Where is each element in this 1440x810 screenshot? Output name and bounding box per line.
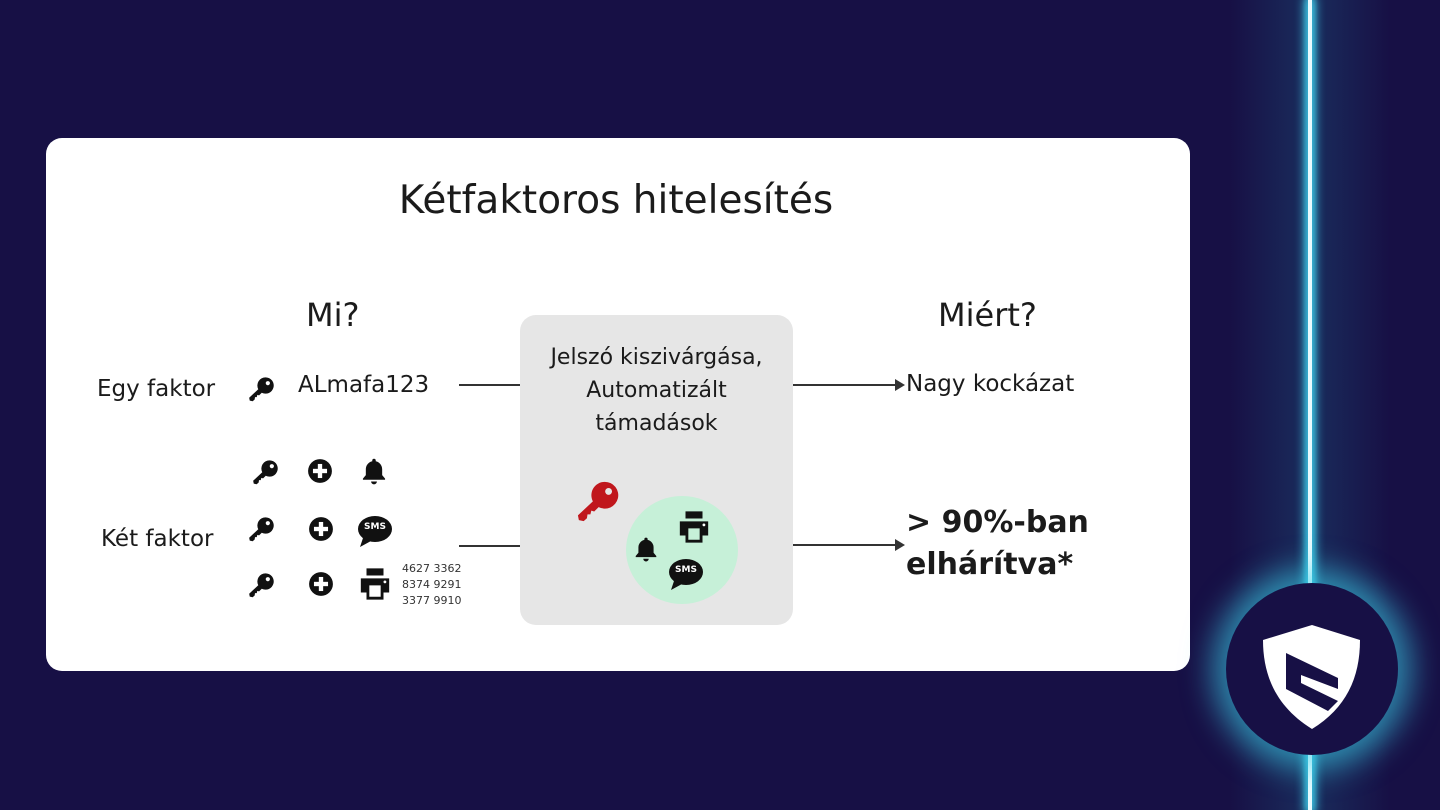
bell-icon [633,536,659,562]
password-example: ALmafa123 [298,372,430,398]
plus-circle-icon [308,571,334,597]
key-icon [252,458,280,486]
backup-codes: 4627 3362 8374 9291 3377 9910 [402,562,462,607]
sms-bubble-icon: SMS [357,514,393,548]
connector-line [459,384,520,386]
threat-box: Jelszó kiszivárgása, Automatizált támadá… [520,315,793,625]
printer-icon [676,510,712,544]
mitigated-text: > 90%-ban elhárítva* [906,505,1089,582]
sms-bubble-icon: SMS [668,557,704,591]
printer-icon [357,567,393,601]
arrow [793,539,905,551]
key-icon [248,571,276,599]
plus-circle-icon [307,458,333,484]
key-icon [248,375,276,403]
high-risk-text: Nagy kockázat [906,371,1075,397]
two-factor-label: Két faktor [101,526,214,552]
second-factor-circle: SMS [626,496,738,604]
slide-title: Kétfaktoros hitelesítés [398,178,834,223]
plus-circle-icon [308,516,334,542]
glow-line [1308,0,1312,810]
bell-icon [360,457,388,485]
shield-logo [1226,583,1398,755]
connector-line [459,545,520,547]
red-key-icon [576,478,622,524]
arrow [793,379,905,391]
what-header: Mi? [306,296,360,334]
key-icon [248,515,276,543]
threat-text: Jelszó kiszivárgása, Automatizált támadá… [550,345,763,436]
why-header: Miért? [938,296,1037,334]
slide-card: Kétfaktoros hitelesítés Mi? Miért? Egy f… [46,138,1190,671]
one-factor-label: Egy faktor [97,376,216,402]
